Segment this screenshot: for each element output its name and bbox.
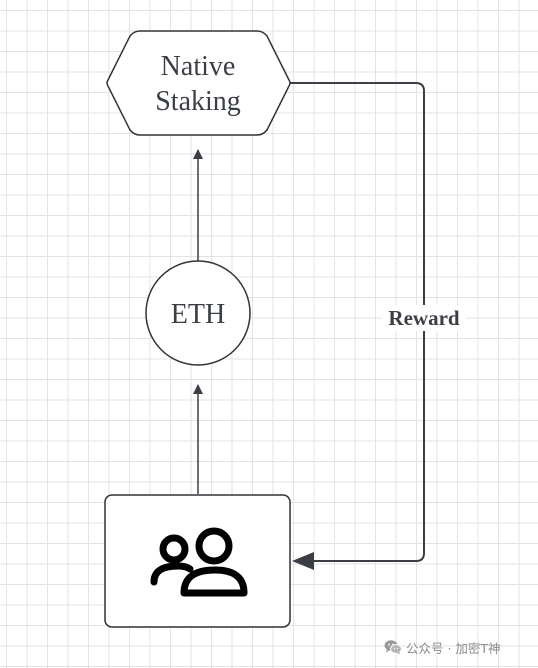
native-staking-node[interactable]: Native Staking xyxy=(106,30,291,136)
wechat-icon xyxy=(384,640,402,655)
reward-label: Reward xyxy=(388,306,459,330)
reward-arrowhead xyxy=(292,552,314,570)
users-box xyxy=(104,494,291,628)
eth-node[interactable]: ETH xyxy=(145,260,251,366)
watermark-text: 公众号 · 加密T神 xyxy=(406,640,501,656)
watermark: 公众号 · 加密T神 xyxy=(384,637,501,657)
reward-label-background xyxy=(382,305,466,331)
native-staking-hexagon xyxy=(106,30,291,136)
eth-circle xyxy=(145,260,251,366)
eth-label: ETH xyxy=(171,299,225,330)
users-icon xyxy=(150,527,248,597)
users-node[interactable] xyxy=(104,494,291,628)
native-staking-label-line2: Staking xyxy=(155,86,241,117)
native-staking-label-line1: Native xyxy=(161,51,236,82)
